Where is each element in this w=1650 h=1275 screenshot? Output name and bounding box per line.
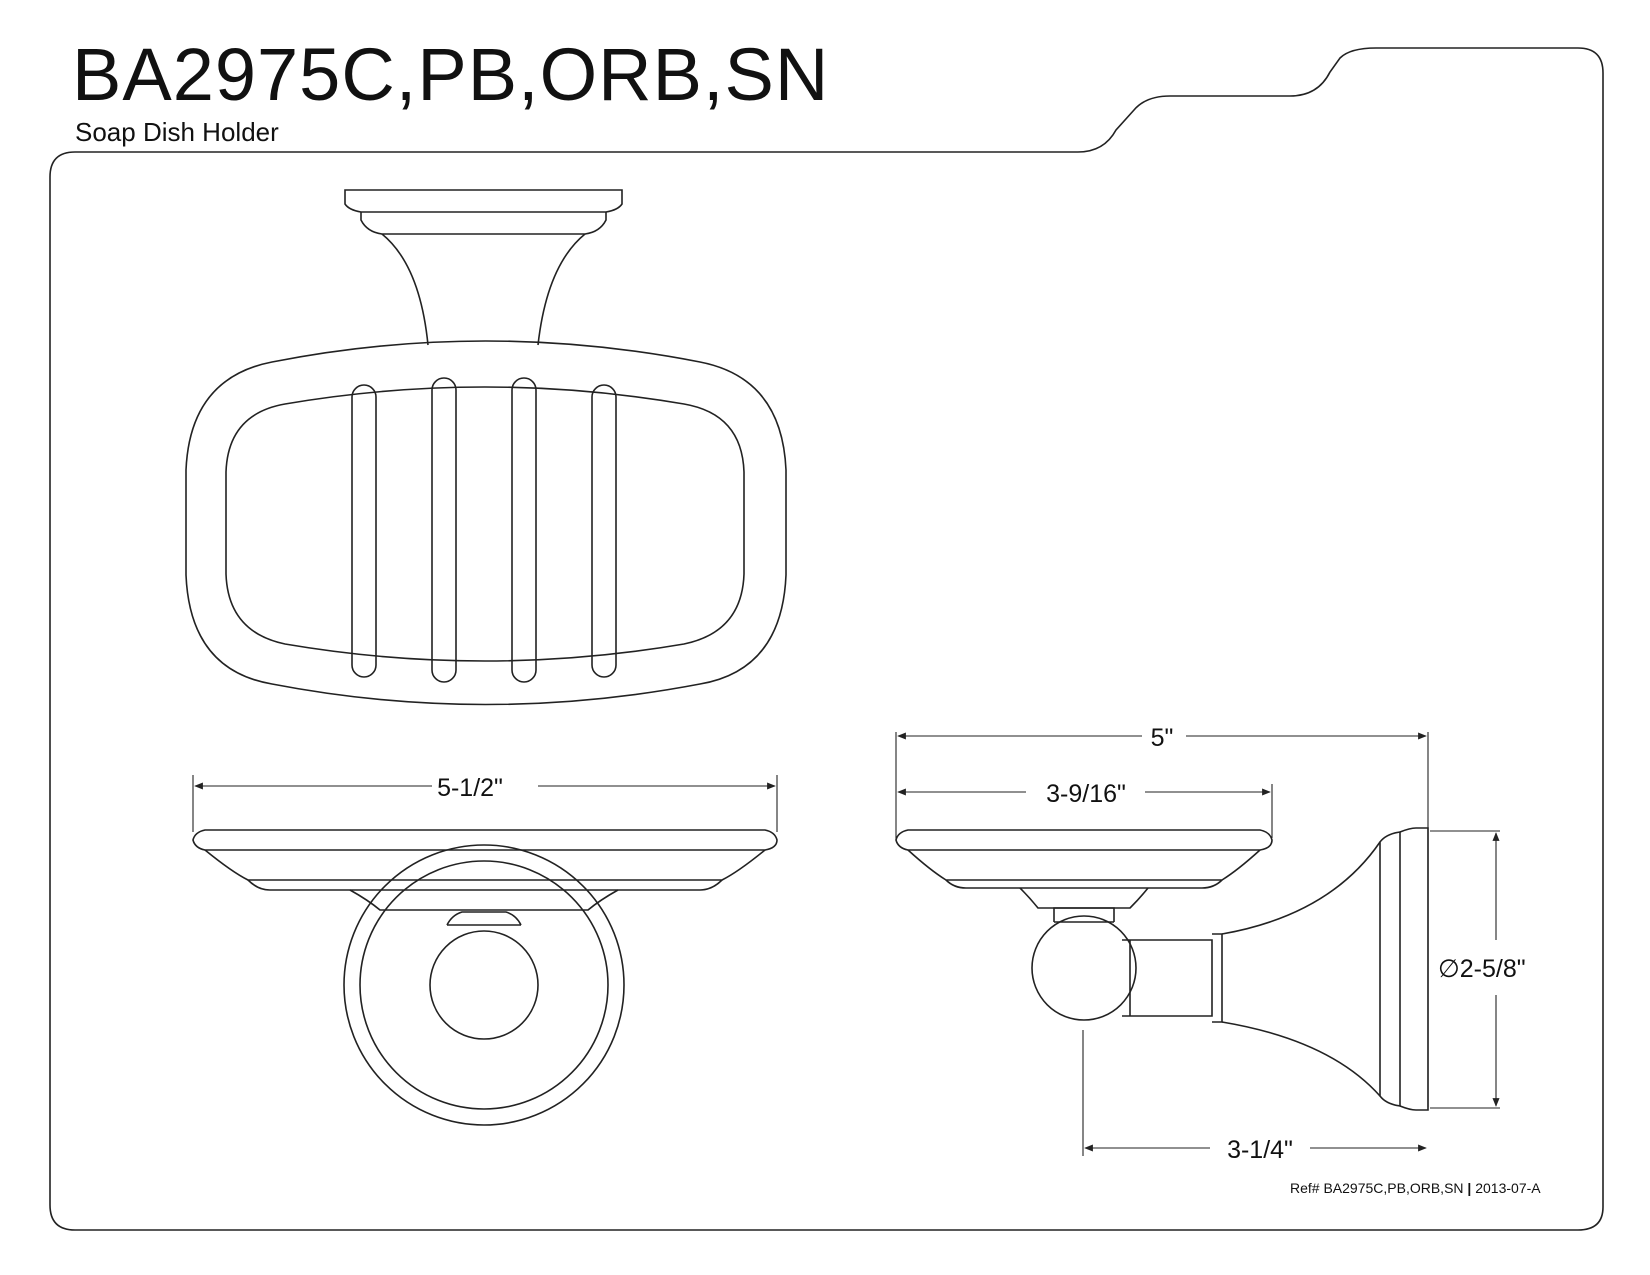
reference-separator: |: [1467, 1180, 1472, 1196]
dim-projection: 3-1/4": [1227, 1136, 1293, 1164]
reference-note: Ref# BA2975C,PB,ORB,SN | 2013-07-A: [1290, 1180, 1541, 1196]
side-view: [895, 732, 1500, 1156]
reference-id: Ref# BA2975C,PB,ORB,SN: [1290, 1180, 1464, 1196]
dim-flange-diameter: ∅2-5/8": [1438, 955, 1526, 983]
page-subtitle: Soap Dish Holder: [75, 117, 279, 147]
front-view: [192, 775, 778, 1126]
drawing-frame: [49, 47, 1604, 1231]
dim-total-depth: 5": [1151, 724, 1174, 752]
dim-dish-depth: 3-9/16": [1046, 780, 1126, 808]
dim-front-width: 5-1/2": [437, 774, 503, 802]
top-view: [185, 189, 787, 706]
revision-date: 2013-07-A: [1475, 1180, 1541, 1196]
page-title: BA2975C,PB,ORB,SN: [72, 33, 830, 116]
